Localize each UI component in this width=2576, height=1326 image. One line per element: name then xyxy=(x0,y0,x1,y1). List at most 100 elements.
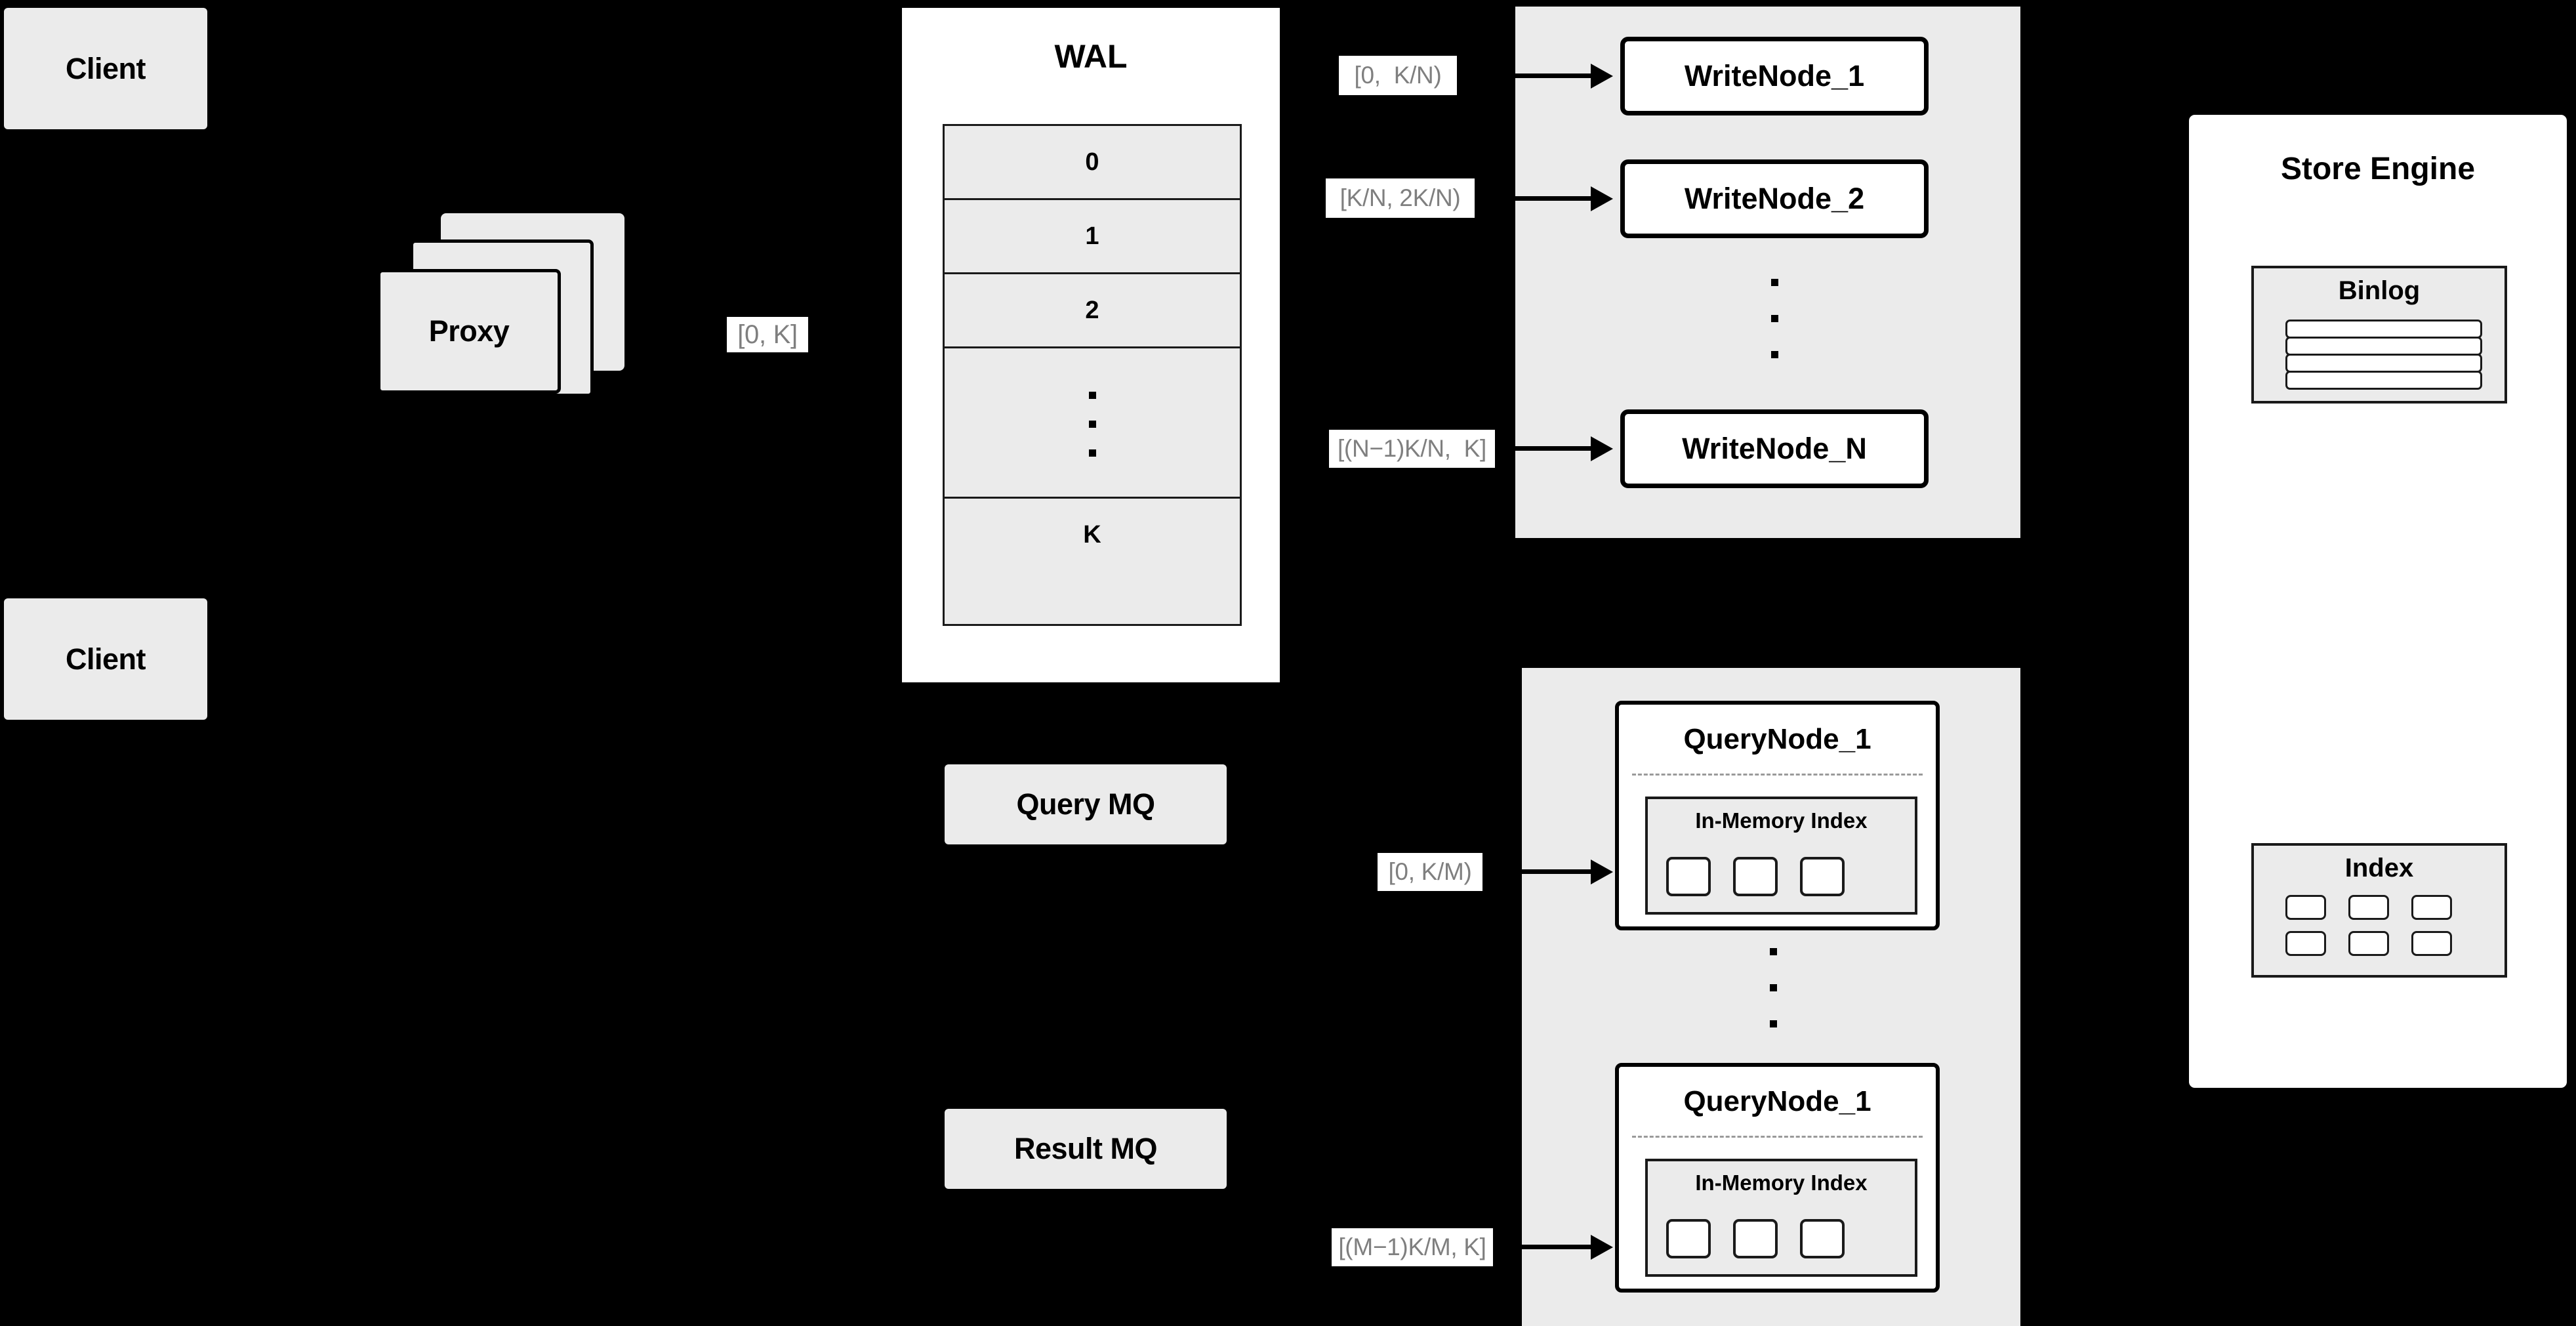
index-chip-4[interactable] xyxy=(2285,931,2326,956)
range-label-writenode-2: [K/N, 2K/N) xyxy=(1326,178,1475,218)
index-title: Index xyxy=(2344,854,2414,882)
wal-row-k-label: K xyxy=(1083,520,1101,549)
query-node-1-title: QueryNode_1 xyxy=(1683,723,1871,755)
wal-row-ellipsis xyxy=(945,348,1240,499)
write-node-1-label: WriteNode_1 xyxy=(1684,59,1865,93)
client-node-2[interactable]: Client xyxy=(4,598,207,720)
range-label-writenode-n-text: [(N−1)K/N, K] xyxy=(1337,435,1487,462)
arrow-to-querynode-m xyxy=(1501,1235,1619,1260)
query-node-m-in-memory-index: In-Memory Index xyxy=(1645,1159,1917,1277)
client-node-1-label: Client xyxy=(65,51,146,85)
index-chip-5[interactable] xyxy=(2348,931,2389,956)
arrow-to-writenode-n-head xyxy=(1591,436,1613,461)
client-node-1[interactable]: Client xyxy=(4,8,207,129)
wal-panel: WAL 0 1 2 K xyxy=(897,3,1284,687)
arrow-to-querynode-1-head xyxy=(1591,860,1613,884)
range-label-writenode-1: [0, K/N) xyxy=(1339,56,1457,95)
write-node-2-label: WriteNode_2 xyxy=(1684,182,1865,215)
index-chip-6[interactable] xyxy=(2411,931,2452,956)
wal-row-1-label: 1 xyxy=(1085,222,1099,250)
result-mq-label: Result MQ xyxy=(1013,1132,1158,1165)
range-label-querynode-1-text: [0, K/M) xyxy=(1388,858,1472,885)
index-chip-1[interactable] xyxy=(2285,895,2326,920)
query-node-m[interactable]: QueryNode_1 In-Memory Index xyxy=(1615,1063,1940,1293)
write-node-n-label: WriteNode_N xyxy=(1682,432,1867,465)
range-label-proxy-to-wal: [0, K] xyxy=(727,317,808,352)
wal-row-1[interactable]: 1 xyxy=(945,200,1240,274)
arrow-to-writenode-2 xyxy=(1488,186,1619,211)
arrow-to-writenode-2-shaft xyxy=(1488,196,1593,201)
index-panel: Index xyxy=(2251,843,2507,978)
range-label-proxy-to-wal-text: [0, K] xyxy=(737,320,798,349)
binlog-title: Binlog xyxy=(2338,276,2421,305)
arrow-to-binlog-shaft xyxy=(2114,390,2154,394)
arrow-to-writenode-1-head xyxy=(1591,64,1613,89)
query-node-1-divider xyxy=(1632,774,1923,776)
arrow-to-writenode-n xyxy=(1501,436,1619,461)
query-node-m-segment-2[interactable] xyxy=(1733,1219,1778,1258)
binlog-panel: Binlog xyxy=(2251,266,2507,404)
index-chip-2[interactable] xyxy=(2348,895,2389,920)
arrow-to-querynode-m-head xyxy=(1591,1235,1613,1260)
wal-entry-table: 0 1 2 K xyxy=(943,124,1242,626)
binlog-segment-4[interactable] xyxy=(2285,371,2482,390)
query-node-m-in-memory-index-title: In-Memory Index xyxy=(1695,1171,1868,1195)
wal-ellipsis-dot-3 xyxy=(1089,449,1096,457)
binlog-segment-3[interactable] xyxy=(2285,354,2482,373)
write-node-ellipsis xyxy=(1771,279,1780,374)
query-node-ellipsis-dot-2 xyxy=(1770,984,1777,991)
arrow-to-writenode-2-head xyxy=(1591,186,1613,211)
query-node-ellipsis xyxy=(1770,948,1779,1043)
write-node-1[interactable]: WriteNode_1 xyxy=(1620,37,1929,115)
query-mq-node[interactable]: Query MQ xyxy=(945,764,1227,844)
write-node-ellipsis-dot-1 xyxy=(1771,279,1778,286)
arrow-to-writenode-n-shaft xyxy=(1501,446,1593,451)
wal-ellipsis-dot-1 xyxy=(1089,392,1096,399)
query-node-m-segment-1[interactable] xyxy=(1666,1219,1711,1258)
arrow-to-writenode-1-shaft xyxy=(1474,73,1593,78)
binlog-segment-2[interactable] xyxy=(2285,337,2482,356)
query-node-ellipsis-dot-3 xyxy=(1770,1020,1777,1027)
wal-row-k[interactable]: K xyxy=(945,499,1240,571)
query-node-ellipsis-dot-1 xyxy=(1770,948,1777,955)
store-engine-panel: Store Engine Binlog Index xyxy=(2184,110,2571,1092)
wal-row-0[interactable]: 0 xyxy=(945,126,1240,200)
range-label-querynode-m-text: [(M−1)K/M, K] xyxy=(1338,1233,1486,1260)
arrow-to-binlog xyxy=(2114,377,2196,407)
query-node-1-segment-3[interactable] xyxy=(1800,857,1845,896)
query-node-m-title: QueryNode_1 xyxy=(1683,1085,1871,1117)
proxy-node[interactable]: Proxy xyxy=(377,269,561,394)
query-node-1-segment-1[interactable] xyxy=(1666,857,1711,896)
query-node-1-segment-2[interactable] xyxy=(1733,857,1778,896)
range-label-querynode-m: [(M−1)K/M, K] xyxy=(1332,1228,1493,1266)
wal-ellipsis-dot-2 xyxy=(1089,421,1096,428)
arrow-to-binlog-head xyxy=(2151,377,2196,409)
arrow-to-index-shaft xyxy=(2114,909,2154,913)
result-mq-node[interactable]: Result MQ xyxy=(945,1109,1227,1189)
client-node-2-label: Client xyxy=(65,642,146,676)
proxy-stack[interactable]: Proxy xyxy=(377,213,685,430)
query-node-m-segment-3[interactable] xyxy=(1800,1219,1845,1258)
arrow-to-index xyxy=(2114,897,2196,928)
arrow-to-querynode-1-shaft xyxy=(1488,869,1593,874)
write-node-ellipsis-dot-3 xyxy=(1771,351,1778,358)
arrow-to-writenode-1 xyxy=(1474,64,1615,89)
query-node-1-in-memory-index: In-Memory Index xyxy=(1645,797,1917,915)
wal-row-2-label: 2 xyxy=(1085,296,1099,324)
query-node-1-in-memory-index-title: In-Memory Index xyxy=(1695,808,1868,833)
wal-row-0-label: 0 xyxy=(1085,148,1099,176)
wal-row-2[interactable]: 2 xyxy=(945,274,1240,348)
range-label-writenode-1-text: [0, K/N) xyxy=(1354,62,1442,89)
index-chip-3[interactable] xyxy=(2411,895,2452,920)
write-node-n[interactable]: WriteNode_N xyxy=(1620,409,1929,488)
write-node-ellipsis-dot-2 xyxy=(1771,315,1778,322)
arrow-to-index-head xyxy=(2151,897,2196,928)
binlog-segment-1[interactable] xyxy=(2285,320,2482,339)
store-engine-title: Store Engine xyxy=(2280,152,2476,186)
arrow-to-querynode-1 xyxy=(1488,860,1619,884)
arrow-to-querynode-m-shaft xyxy=(1501,1245,1593,1249)
query-mq-label: Query MQ xyxy=(1016,787,1155,821)
query-node-1[interactable]: QueryNode_1 In-Memory Index xyxy=(1615,701,1940,930)
write-node-2[interactable]: WriteNode_2 xyxy=(1620,159,1929,238)
